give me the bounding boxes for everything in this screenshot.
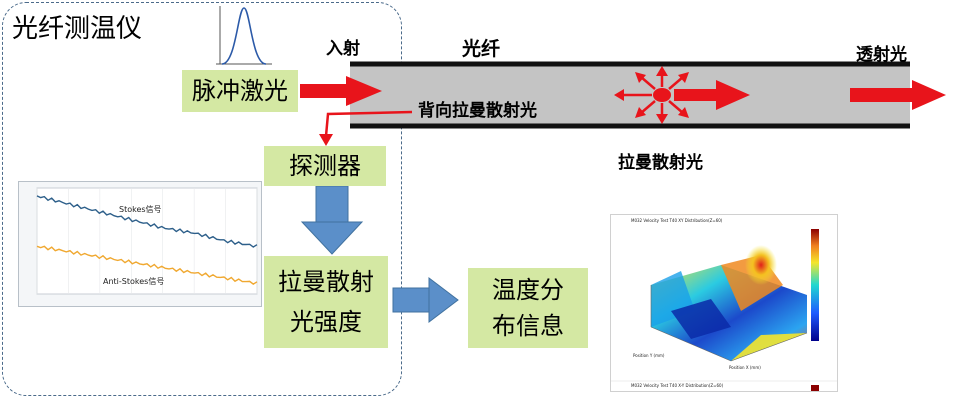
instrument-boundary: [2, 2, 402, 396]
surface-plot-axis-x: Position X (mm): [729, 365, 761, 370]
stokes-series-line: [36, 195, 258, 248]
right-arrow: [392, 276, 459, 324]
distribution-line-1: 温度分: [492, 276, 564, 304]
signal-chart-svg: [36, 187, 258, 295]
transmitted-arrow: [850, 80, 946, 110]
incident-arrow: [300, 76, 382, 106]
surface-plot-title-top: M032 Velocity Test T40 XY Distribution(Z…: [631, 218, 723, 223]
antistokes-series-line: [36, 245, 258, 285]
raman-scatter-label: 拉曼散射光: [618, 153, 703, 173]
pulse-laser-box: 脉冲激光: [182, 70, 298, 112]
scatter-point-icon: [614, 66, 750, 124]
transmitted-label: 透射光: [856, 45, 907, 65]
down-arrow: [300, 185, 364, 255]
distribution-line-2: 布信息: [492, 312, 564, 340]
backscatter-label: 背向拉曼散射光: [418, 101, 537, 121]
intensity-box: 拉曼散射 光强度: [264, 256, 388, 348]
surface-plot-axis-y: Position Y (mm): [633, 353, 665, 358]
surface-plot: M032 Velocity Test T40 XY Distribution(Z…: [610, 214, 838, 392]
intensity-line-1: 拉曼散射: [278, 268, 374, 296]
fiber-label: 光纤: [462, 38, 501, 60]
stokes-label: Stokes信号: [119, 205, 162, 214]
signal-chart: Stokes信号 Anti-Stokes信号: [18, 181, 262, 307]
pulse-shape-icon: [216, 6, 272, 65]
intensity-line-2: 光强度: [290, 308, 362, 336]
instrument-title: 光纤测温仪: [12, 14, 143, 44]
distribution-box: 温度分 布信息: [468, 268, 588, 348]
surface-plot-title-bottom: M032 Velocity Test T40 X-Y Distribution(…: [631, 383, 724, 388]
backscatter-arrow: [319, 110, 413, 146]
detector-box: 探测器: [264, 146, 386, 186]
antistokes-label: Anti-Stokes信号: [103, 277, 165, 286]
surface-plot-svg: [611, 229, 837, 391]
incident-label: 入射: [326, 39, 360, 59]
